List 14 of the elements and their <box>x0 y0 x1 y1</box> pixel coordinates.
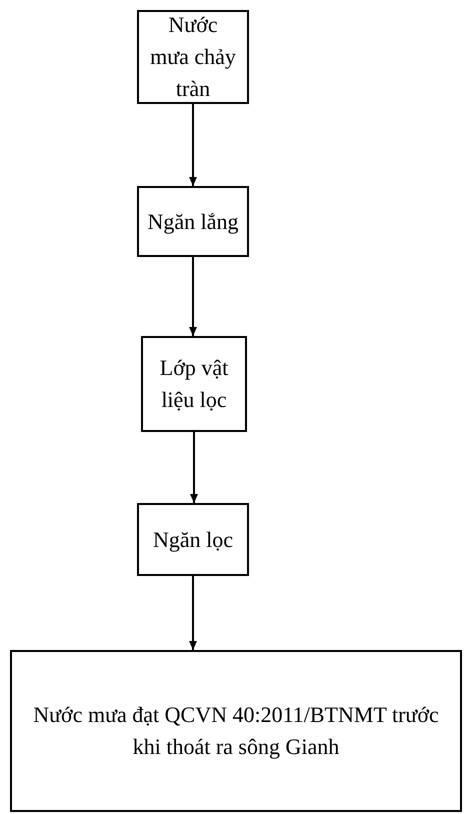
process-box <box>141 336 247 432</box>
process-box <box>137 186 249 257</box>
box-text: Ngăn lắng <box>147 208 239 236</box>
process-box <box>137 503 249 576</box>
process-box <box>10 650 462 812</box>
arrow <box>189 104 197 186</box>
arrow <box>189 257 197 336</box>
box-text: Ngăn lọc <box>152 526 234 554</box>
arrow <box>189 576 197 650</box>
arrow <box>190 432 198 503</box>
box-text: Lớp vật liệu lọc <box>158 354 230 414</box>
box-text: Nước mưa đạt QCVN 40:2011/BTNMT trước khi thoát ra sông Gianh <box>32 701 440 761</box>
process-box <box>137 10 249 104</box>
box-text: Nước mưa chảy tràn <box>149 11 237 103</box>
